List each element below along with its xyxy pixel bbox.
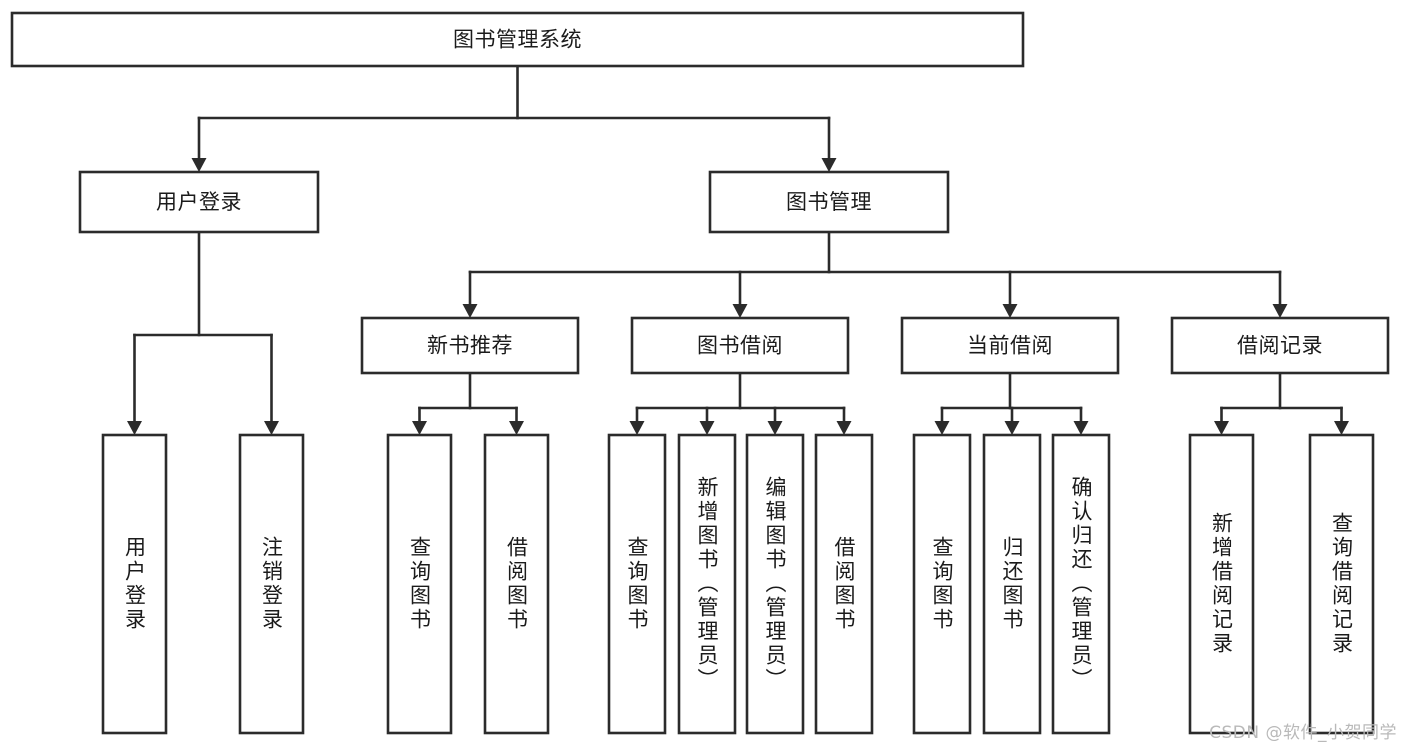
node-box-book-borrow — [630, 316, 850, 375]
node-label-book-borrow: 图书借阅 — [697, 334, 783, 358]
node-boxes — [10, 11, 1390, 735]
node-label-borrow-records: 借阅记录 — [1237, 334, 1323, 358]
node-box-book-management — [708, 170, 950, 234]
node-box-current-borrow — [900, 316, 1120, 375]
arrow-head-icon — [821, 158, 837, 172]
csdn-watermark: CSDN @软件_小贺同学 — [1209, 723, 1397, 743]
node-label-root: 图书管理系统 — [453, 28, 582, 52]
node-box-leaf-borrow-book-borrow — [814, 433, 874, 735]
node-label-new-book-recommend: 新书推荐 — [427, 334, 513, 358]
arrow-head-icon — [1002, 304, 1018, 318]
node-label-book-management: 图书管理 — [786, 190, 872, 214]
arrow-head-icon — [264, 421, 279, 435]
node-label-current-borrow: 当前借阅 — [967, 334, 1053, 358]
node-box-leaf-query-borrow-record — [1308, 433, 1375, 735]
node-box-leaf-logout-login — [238, 433, 305, 735]
connector-lines — [127, 64, 1349, 435]
arrow-head-icon — [767, 421, 783, 435]
arrow-head-icon — [509, 421, 524, 435]
arrow-head-icon — [934, 421, 950, 435]
node-box-leaf-borrow-book-recommend — [483, 433, 550, 735]
node-box-new-book-recommend — [360, 316, 580, 375]
arrow-head-icon — [1073, 421, 1089, 435]
arrow-head-icon — [127, 421, 142, 435]
node-box-leaf-query-book-recommend — [386, 433, 453, 735]
node-box-leaf-user-login — [101, 433, 168, 735]
node-label-user-login: 用户登录 — [156, 190, 242, 214]
arrow-head-icon — [732, 304, 748, 318]
arrow-head-icon — [412, 421, 427, 435]
arrow-head-icon — [462, 304, 478, 318]
arrow-head-icon — [836, 421, 852, 435]
arrow-head-icon — [1334, 421, 1349, 435]
node-box-leaf-return-book — [982, 433, 1042, 735]
arrow-head-icon — [1004, 421, 1020, 435]
node-box-leaf-add-borrow-record — [1188, 433, 1255, 735]
node-box-leaf-query-book-current — [912, 433, 972, 735]
node-box-leaf-query-book-borrow — [607, 433, 667, 735]
arrow-head-icon — [1214, 421, 1229, 435]
arrow-head-icon — [699, 421, 715, 435]
arrow-head-icon — [629, 421, 645, 435]
arrow-head-icon — [1272, 304, 1288, 318]
node-box-leaf-add-book-admin — [677, 433, 737, 735]
node-box-leaf-confirm-return-admin — [1051, 433, 1111, 735]
node-box-root — [10, 11, 1025, 68]
node-box-leaf-edit-book-admin — [745, 433, 805, 735]
arrow-head-icon — [191, 158, 207, 172]
node-box-user-login — [78, 170, 320, 234]
node-box-borrow-records — [1170, 316, 1390, 375]
